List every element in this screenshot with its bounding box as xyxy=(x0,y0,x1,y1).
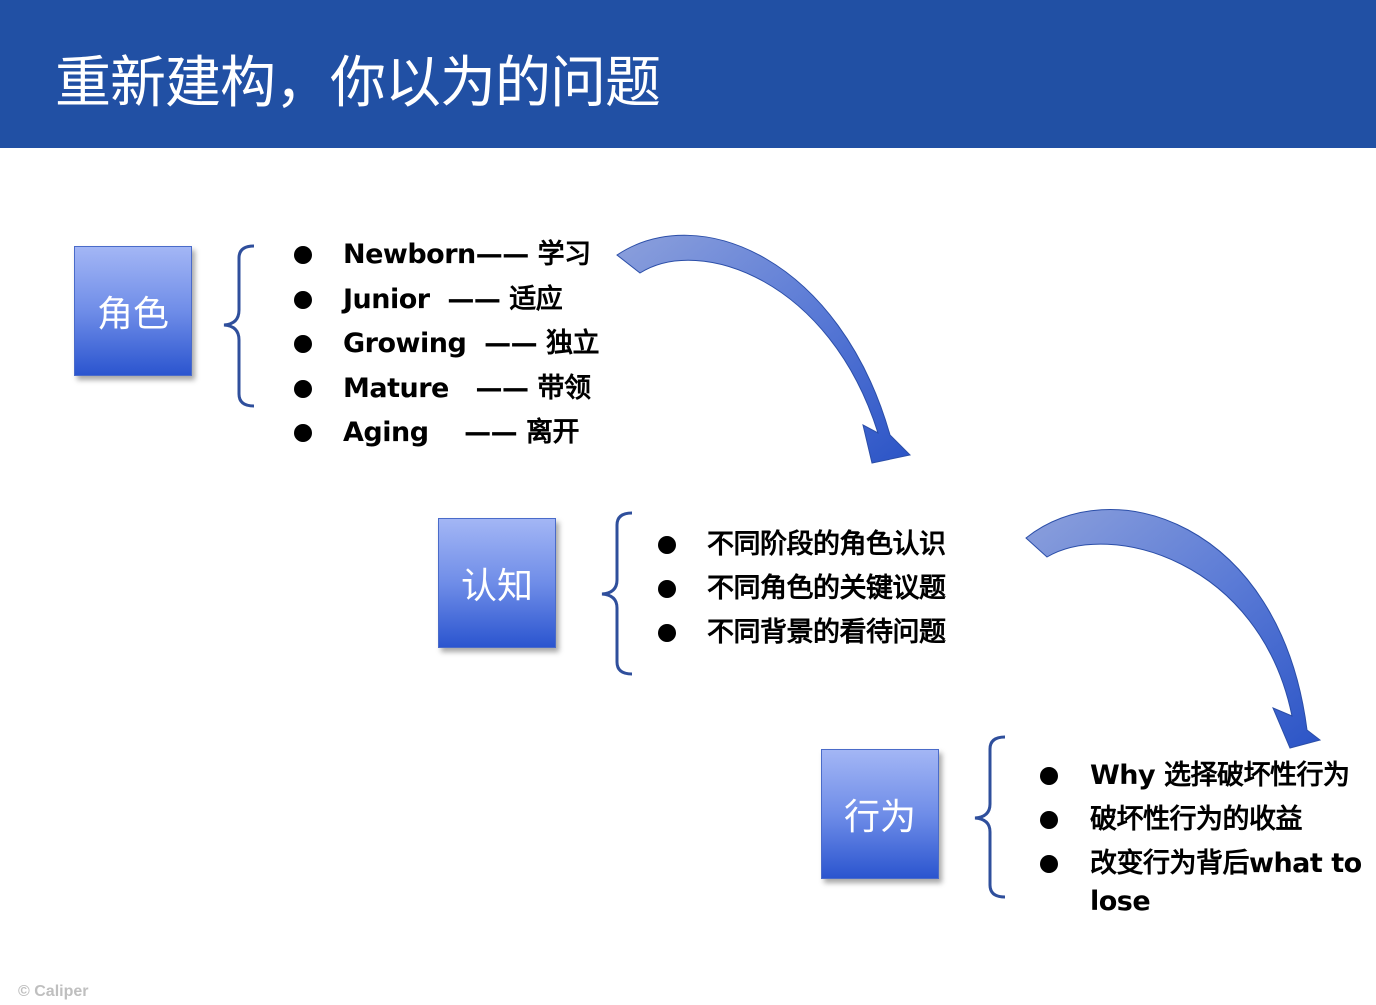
bullet-icon xyxy=(1040,811,1058,829)
bullet-icon xyxy=(294,424,312,442)
list-item-text: 不同角色的关键议题 xyxy=(707,573,946,604)
cognition-bracket xyxy=(601,511,633,676)
role-box: 角色 xyxy=(74,246,192,376)
list-item-text: 不同背景的看待问题 xyxy=(707,617,946,648)
bullet-icon xyxy=(294,335,312,353)
bullet-icon xyxy=(1040,855,1058,873)
behavior-box-label: 行为 xyxy=(843,797,916,838)
bullet-icon xyxy=(294,379,312,398)
list-item-text: Aging —— 离开 xyxy=(343,417,580,448)
role-box-label: 角色 xyxy=(96,294,169,335)
list-item-text: 不同阶段的角色认识 xyxy=(707,529,946,560)
bullet-icon xyxy=(294,290,312,309)
bullet-icon xyxy=(294,246,312,264)
list-item-text-continued: lose xyxy=(1090,886,1151,917)
bullet-icon xyxy=(1040,767,1058,785)
list-item-text: Why 选择破坏性行为 xyxy=(1090,760,1350,791)
list-item-text: Junior —— 适应 xyxy=(343,283,563,315)
title-bar: 重新建构，你以为的问题 xyxy=(0,0,1376,148)
page-title: 重新建构，你以为的问题 xyxy=(55,51,661,116)
list-item-text: Newborn—— 学习 xyxy=(343,239,591,270)
cognition-box: 认知 xyxy=(438,518,556,648)
behavior-bracket xyxy=(974,735,1006,899)
list-item-text: Mature —— 带领 xyxy=(343,372,591,404)
bullet-icon xyxy=(658,536,676,554)
list-item-text: Growing —— 独立 xyxy=(343,328,599,359)
behavior-box: 行为 xyxy=(821,749,939,879)
bullet-icon xyxy=(658,624,676,642)
curved-arrow-icon xyxy=(1025,509,1322,749)
bullet-icon xyxy=(658,580,676,598)
cognition-box-label: 认知 xyxy=(460,566,533,607)
curved-arrow-icon xyxy=(616,234,912,464)
copyright-footer: © Caliper xyxy=(18,983,89,1000)
role-bracket xyxy=(223,244,255,408)
list-item-text: 破坏性行为的收益 xyxy=(1090,804,1303,835)
list-item-text: 改变行为背后what to xyxy=(1090,848,1362,879)
